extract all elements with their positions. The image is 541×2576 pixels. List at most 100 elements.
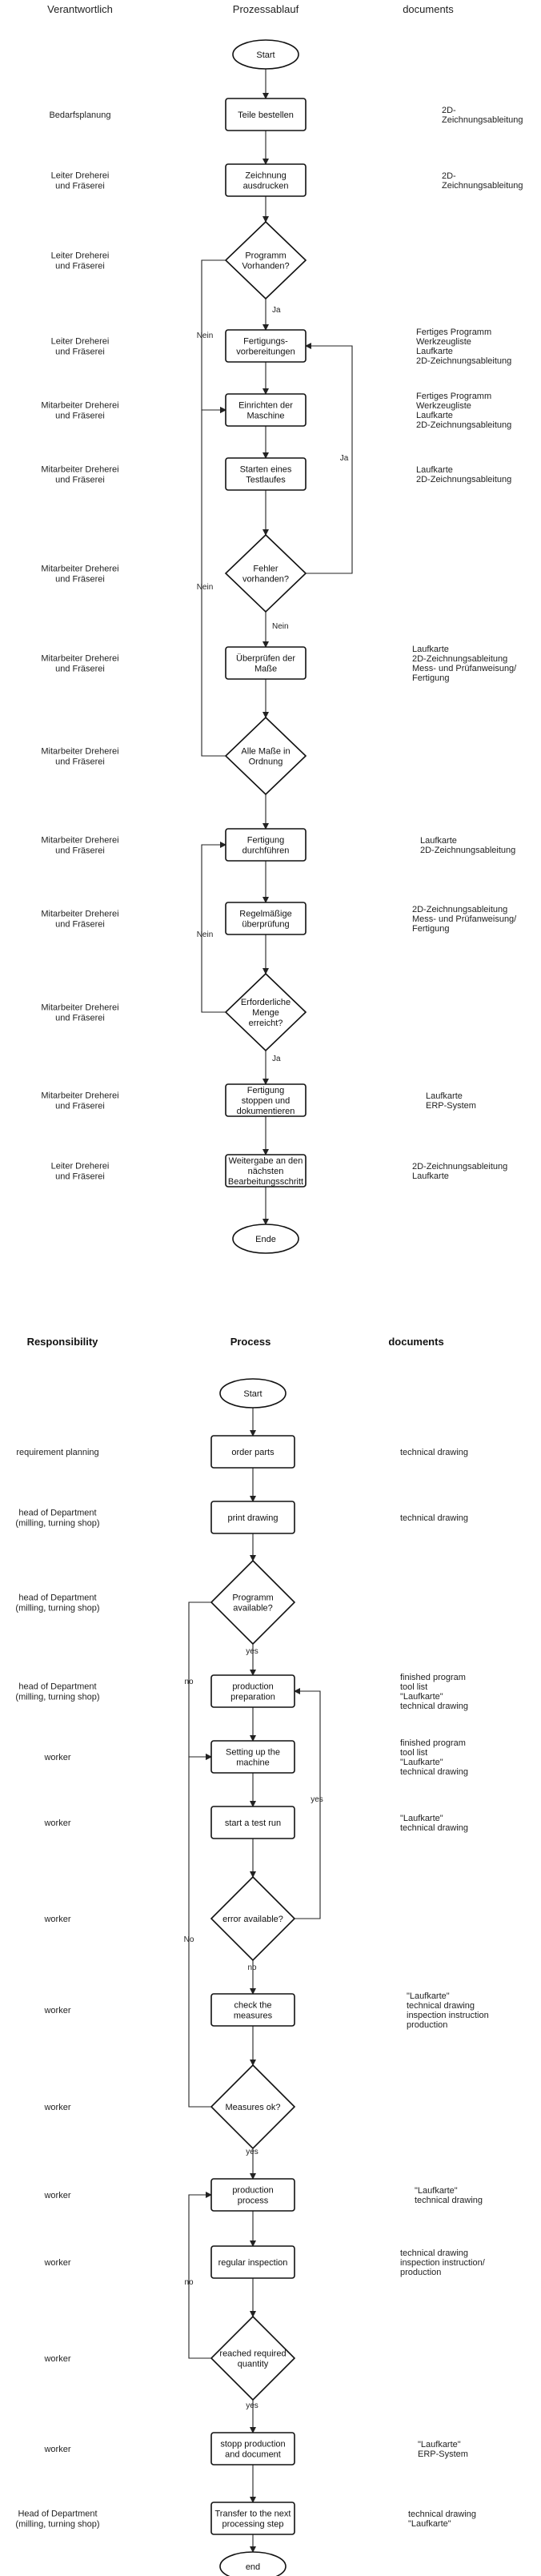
document-list: inspection instruction: [407, 2011, 489, 2020]
document-list: tool list: [400, 1682, 427, 1692]
document-list: Laufkarte: [426, 1091, 463, 1101]
node-start: Start: [232, 39, 299, 70]
document-list: Laufkarte: [416, 347, 453, 356]
node-label: Teile bestellen: [238, 111, 294, 120]
document-list: 2D-Zeichnungsableitung: [416, 420, 511, 430]
decision-shape: [210, 2315, 296, 2401]
process-shape: [210, 1993, 295, 2027]
node-label: error available?: [222, 1915, 283, 1924]
document-list: ERP-System: [418, 2449, 468, 2459]
node-d3: Measures ok?worker: [43, 2064, 296, 2150]
node-label: Fertigung: [247, 836, 284, 846]
document-list: Werkzeugliste: [416, 337, 471, 347]
responsibility-label: worker: [43, 2103, 70, 2112]
document-list: 2D-Zeichnungsableitung: [412, 1162, 507, 1171]
node-label: processing step: [222, 2520, 283, 2530]
process-shape: [225, 457, 307, 491]
responsibility-label: (milling, turning shop): [15, 2520, 99, 2530]
responsibility-label: und Fräserei: [55, 262, 105, 271]
decision-shape: [224, 716, 307, 796]
node-label: preparation: [230, 1693, 275, 1702]
loop-arrow-left: [188, 1754, 212, 2108]
responsibility-label: und Fräserei: [55, 182, 105, 191]
node-label: print drawing: [228, 1513, 279, 1523]
responsibility-label: und Fräserei: [55, 665, 105, 674]
document-list: inspection instruction/: [400, 2258, 486, 2268]
document-list: technical drawing: [400, 1823, 468, 1833]
node-label: durchführen: [242, 846, 290, 856]
responsibility-label: Mitarbeiter Dreherei: [41, 465, 118, 475]
document-list: technical drawing: [400, 1513, 468, 1523]
process-shape: [225, 98, 307, 131]
responsibility-label: Mitarbeiter Dreherei: [41, 1003, 118, 1013]
node-label: Maße: [254, 665, 277, 674]
document-list: "Laufkarte": [400, 1692, 443, 1702]
document-list: 2D-Zeichnungsableitung: [412, 654, 507, 664]
responsibility-label: Leiter Dreherei: [51, 171, 110, 181]
responsibility-label: und Fräserei: [55, 920, 105, 930]
node-label: Alle Maße in: [241, 747, 290, 757]
edge-label: yes: [246, 2401, 258, 2410]
responsibility-label: Head of Department: [18, 2510, 97, 2519]
node-label: production: [232, 2186, 273, 2196]
terminal-shape: [219, 2551, 287, 2576]
document-list: tool list: [400, 1748, 427, 1758]
edge-label: no: [184, 1678, 194, 1686]
node-label: Zeichnung: [245, 171, 286, 181]
process-shape: [225, 828, 307, 862]
process-shape: [210, 2432, 295, 2465]
node-d2: error available? worker: [43, 1875, 296, 1962]
node-label: stopp production: [220, 2440, 285, 2449]
node-label: Regelmäßige: [239, 910, 291, 919]
document-list: 2D-Zeichnungsableitung: [412, 905, 507, 914]
process-shape: [225, 393, 307, 427]
responsibility-label: und Fräserei: [55, 1102, 105, 1111]
edge-label: Nein: [197, 583, 214, 592]
node-label: Ende: [255, 1235, 276, 1244]
de-header-process: Prozessablauf: [233, 3, 299, 15]
process-shape: [210, 2178, 295, 2212]
edge-label: yes: [311, 1795, 323, 1804]
node-label: order parts: [231, 1448, 275, 1457]
node-n6: check themeasuresworker"Laufkarte"techni…: [43, 1991, 488, 2030]
responsibility-label: head of Department: [18, 1593, 96, 1603]
node-start: Start: [219, 1378, 287, 1409]
responsibility-label: Mitarbeiter Dreherei: [41, 836, 118, 846]
document-list: "Laufkarte": [400, 1814, 443, 1823]
terminal-shape: [232, 1224, 299, 1254]
process-shape: [225, 163, 307, 197]
loop-arrow-right: [294, 1688, 321, 1919]
node-label: erreicht?: [249, 1019, 283, 1028]
process-shape: [210, 2245, 295, 2279]
responsibility-label: worker: [43, 2354, 70, 2364]
terminal-shape: [232, 39, 299, 70]
decision-shape: [210, 1875, 296, 1962]
node-label: regular inspection: [218, 2258, 288, 2268]
edge-label: no: [247, 1963, 257, 1972]
process-shape: [210, 1674, 295, 1708]
document-list: Laufkarte: [420, 836, 457, 846]
node-label: Ordnung: [249, 758, 283, 767]
document-list: "Laufkarte": [415, 2186, 458, 2196]
node-label: process: [238, 2196, 269, 2206]
responsibility-label: und Fräserei: [55, 1172, 105, 1182]
responsibility-label: worker: [43, 1915, 70, 1924]
edge-label: Nein: [197, 332, 214, 340]
node-label: Überprüfen der: [236, 654, 295, 664]
node-label: Vorhanden?: [242, 262, 289, 271]
loop-arrow-left: [201, 842, 226, 1013]
